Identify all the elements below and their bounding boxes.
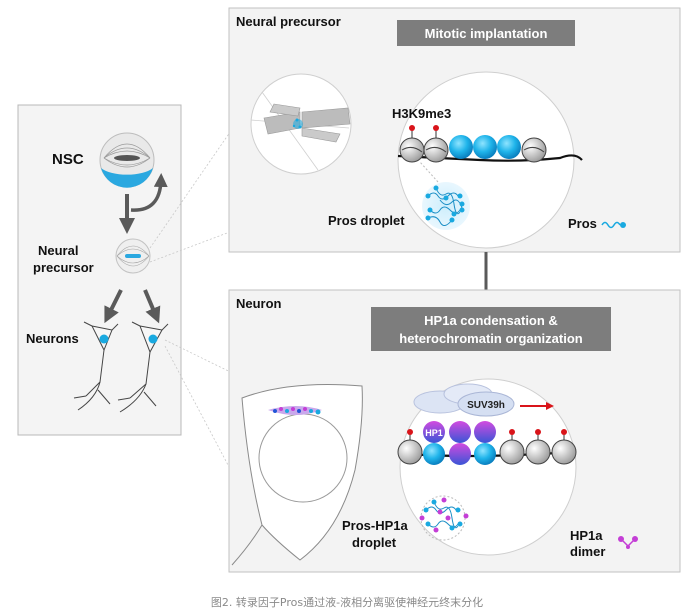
plain-nucleosome <box>521 137 547 163</box>
pros-droplet <box>422 182 470 230</box>
bottom-panel-title: Neuron <box>236 296 282 311</box>
suv39h-label: SUV39h <box>467 400 505 411</box>
neuron-1-nucleus <box>99 334 109 344</box>
neuron-2-nucleus <box>148 334 158 344</box>
hp1a-dimer-line2: dimer <box>570 544 605 559</box>
hp1a-dimer-icon <box>618 536 638 549</box>
pros-legend-label: Pros <box>568 216 597 231</box>
split-arrow-right <box>143 289 161 324</box>
nuclear-foci <box>273 407 321 415</box>
precursor-label-line2: precursor <box>33 260 94 275</box>
neuron-soma <box>231 384 363 566</box>
top-panel: Neural precursor Mitotic implantation H3… <box>228 7 681 253</box>
nsc-label: NSC <box>52 151 84 168</box>
pros-hp1a-droplet-line2: droplet <box>352 535 397 550</box>
pros-hp1a-droplet <box>419 495 469 541</box>
top-banner-text: Mitotic implantation <box>425 26 548 41</box>
methylated-nucleosomes <box>399 125 449 163</box>
top-banner <box>397 20 575 46</box>
suv39h-bubble <box>457 391 515 417</box>
hp1-label: HP1 <box>425 428 443 438</box>
hp1a-stack: HP1 <box>423 421 496 465</box>
nsc-cell <box>99 132 155 188</box>
h3k9me3-label: H3K9me3 <box>392 106 451 121</box>
bottom-panel: Neuron HP1a condensation & heterochromat… <box>228 289 681 573</box>
methylated-nucleosomes-right <box>499 429 577 465</box>
self-renewal-arrow <box>130 173 168 212</box>
neurons-label: Neurons <box>26 331 79 346</box>
pros-droplet-label: Pros droplet <box>328 213 405 228</box>
chromatin-magnifier-bottom: SUV39h HP1 <box>397 378 577 556</box>
hp1a-dimer-line1: HP1a <box>570 528 603 543</box>
methylated-nucleosomes-left <box>397 429 423 465</box>
left-panel: NSC Neural precursor Neurons <box>17 104 182 436</box>
bottom-banner-line2: heterochromatin organization <box>399 331 583 346</box>
chromosome-magnifier <box>250 73 352 175</box>
precursor-label-line1: Neural <box>38 243 78 258</box>
precursor-cell <box>115 238 151 274</box>
top-panel-title: Neural precursor <box>236 14 341 29</box>
neuron-icon-2 <box>117 321 169 413</box>
figure-caption: 图2. 转录因子Pros通过液-液相分离驱使神经元终末分化 <box>210 596 484 609</box>
chromatin-magnifier-top: H3K9me3 <box>328 71 583 249</box>
bottom-banner <box>371 307 611 351</box>
pros-legend-icon <box>601 221 621 229</box>
split-arrow-left <box>104 289 123 324</box>
bottom-banner-line1: HP1a condensation & <box>424 313 558 328</box>
pros-hp1a-droplet-line1: Pros-HP1a <box>342 518 409 533</box>
pros-bound-nucleosomes <box>449 135 521 159</box>
